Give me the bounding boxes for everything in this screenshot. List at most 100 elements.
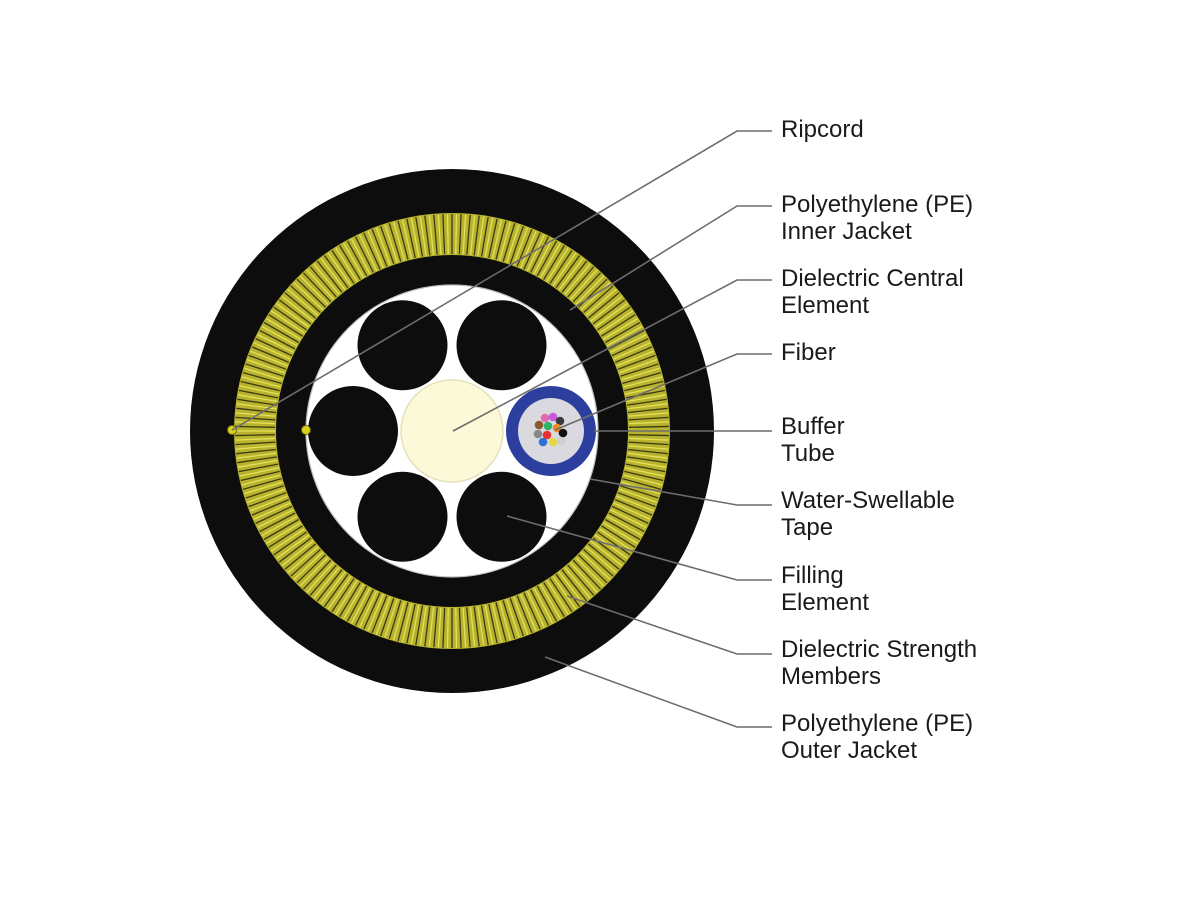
strength-striation xyxy=(397,220,409,260)
strength-striation xyxy=(335,247,358,282)
strength-striation xyxy=(628,434,669,437)
strength-striation xyxy=(236,448,277,455)
strength-striation xyxy=(516,595,533,633)
fiber-strand xyxy=(548,412,558,422)
strength-striation xyxy=(462,607,467,648)
strength-striation xyxy=(446,214,449,255)
leader-ripcord xyxy=(231,130,772,431)
strength-striation xyxy=(339,245,361,280)
strength-striation xyxy=(246,488,286,503)
leader-inner-jacket xyxy=(569,205,772,311)
strength-striation xyxy=(469,215,476,256)
strength-striation xyxy=(601,525,636,548)
strength-striation xyxy=(624,467,665,477)
strength-striation xyxy=(458,214,462,255)
strength-striation xyxy=(552,252,577,287)
strength-striation xyxy=(583,285,614,314)
strength-striation xyxy=(480,605,489,646)
strength-striation xyxy=(259,329,296,350)
strength-striation xyxy=(255,505,293,524)
strength-striation xyxy=(613,502,651,520)
strength-striation xyxy=(610,509,647,529)
strength-striation xyxy=(519,230,537,269)
fiber-strand xyxy=(542,430,552,440)
strength-striation xyxy=(248,492,287,508)
strength-striation xyxy=(263,321,300,344)
strength-striation xyxy=(628,437,669,441)
strength-striation xyxy=(290,285,321,314)
strength-striation xyxy=(237,456,277,464)
strength-striation xyxy=(240,470,280,482)
strength-striation xyxy=(363,232,381,270)
strength-striation xyxy=(509,597,524,637)
strength-striation xyxy=(257,333,294,353)
strength-striation xyxy=(604,321,641,344)
strength-striation xyxy=(617,492,656,508)
strength-striation xyxy=(342,242,365,279)
strength-striation xyxy=(466,214,471,255)
strength-striation xyxy=(342,583,365,620)
strength-striation xyxy=(488,603,498,644)
strength-striation xyxy=(299,275,329,305)
strength-striation xyxy=(327,575,352,610)
strength-striation xyxy=(384,224,398,263)
strength-striation xyxy=(290,548,321,577)
strength-striation xyxy=(513,227,529,266)
strength-striation xyxy=(253,342,291,360)
strength-striation xyxy=(627,448,668,455)
strength-striation xyxy=(442,214,446,255)
strength-striation xyxy=(495,602,507,642)
strength-striation xyxy=(533,587,554,624)
strength-striation xyxy=(266,522,301,544)
strength-striation xyxy=(552,575,577,610)
strength-striation xyxy=(533,238,554,275)
label-filling-element: Filling Element xyxy=(781,562,869,616)
strength-striation xyxy=(628,425,669,428)
strength-striation xyxy=(236,452,277,459)
strength-striation xyxy=(539,583,562,620)
strength-striation xyxy=(299,557,329,587)
strength-striation xyxy=(536,240,558,277)
strength-striation xyxy=(238,389,279,399)
strength-striation xyxy=(558,571,584,605)
label-central-element: Dielectric Central Element xyxy=(781,265,970,319)
strength-striation xyxy=(415,605,424,646)
strength-striation xyxy=(572,272,602,303)
strength-striation xyxy=(608,512,645,533)
strength-striation xyxy=(442,607,446,648)
strength-member-striations xyxy=(235,214,669,648)
strength-striation xyxy=(526,590,545,628)
filling-element xyxy=(308,386,398,476)
strength-striation xyxy=(618,488,658,503)
strength-striation xyxy=(569,269,598,300)
strength-striation xyxy=(614,346,653,364)
strength-striation xyxy=(433,607,438,648)
strength-striation xyxy=(261,515,298,537)
strength-striation xyxy=(263,518,300,541)
strength-striation xyxy=(268,525,303,548)
strength-striation xyxy=(335,580,358,615)
strength-striation xyxy=(306,562,335,593)
strength-striation xyxy=(455,607,458,648)
strength-striation xyxy=(502,223,516,262)
fiber-strand xyxy=(533,429,543,439)
strength-striation xyxy=(488,218,498,259)
strength-striation xyxy=(575,557,605,587)
strength-striation xyxy=(302,272,332,303)
strength-striation xyxy=(354,589,374,626)
strength-striation xyxy=(561,260,588,293)
leader-fiber xyxy=(554,353,772,431)
strength-striation xyxy=(238,463,279,473)
strength-striation xyxy=(270,528,305,552)
fiber-strand xyxy=(558,428,568,438)
fibers xyxy=(533,412,568,447)
strength-striation xyxy=(564,263,591,296)
fiber-strand xyxy=(552,423,562,433)
strength-striation xyxy=(257,509,294,529)
strength-striation xyxy=(626,459,667,468)
strength-striation xyxy=(536,585,558,622)
labels: Ripcord Polyethylene (PE) Inner Jacket D… xyxy=(781,116,977,764)
strength-striation xyxy=(626,394,667,403)
strength-striation xyxy=(498,601,511,641)
fiber-strand xyxy=(555,416,565,426)
